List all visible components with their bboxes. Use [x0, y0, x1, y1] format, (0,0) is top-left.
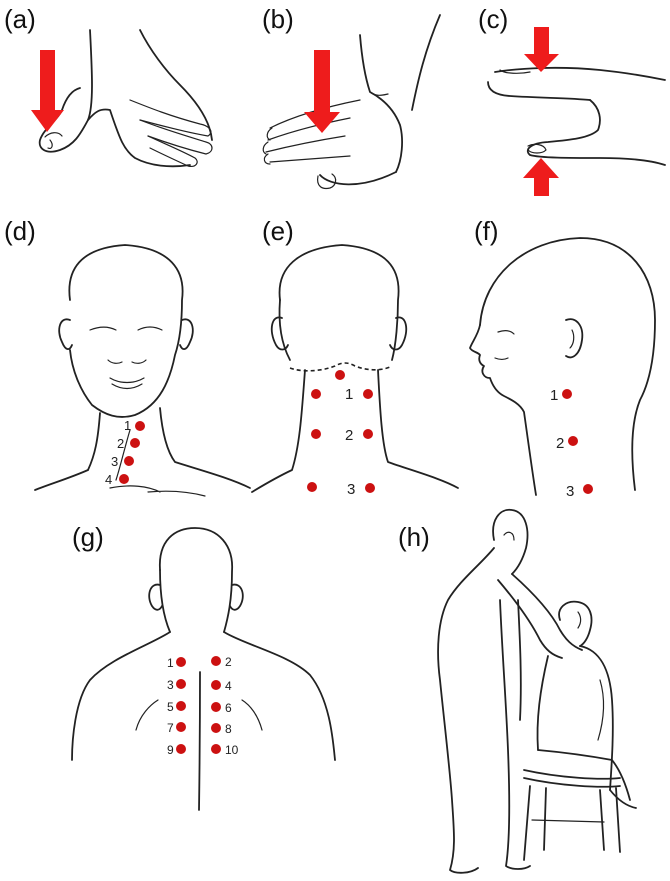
label-g-1: 1	[167, 656, 174, 670]
arrow-c-bottom-head	[523, 158, 559, 178]
label-d-2: 2	[117, 436, 124, 451]
label-g-7: 7	[167, 721, 174, 735]
point-e-1-left	[311, 389, 321, 399]
point-g-7	[176, 722, 186, 732]
label-e-2: 2	[345, 427, 353, 444]
panel-b-hand	[263, 15, 440, 189]
point-d-3	[124, 456, 134, 466]
label-d-4: 4	[105, 472, 112, 487]
arrow-c-top-shaft	[534, 27, 549, 55]
point-f-1	[562, 389, 572, 399]
arrow-b	[304, 50, 340, 133]
arrow-c-bottom-shaft	[534, 177, 549, 196]
label-f-1: 1	[550, 387, 558, 404]
label-e-3: 3	[347, 481, 355, 498]
arrow-a-shaft	[40, 50, 55, 112]
label-g-10: 10	[225, 743, 239, 757]
panel-e-figure	[252, 245, 458, 492]
point-d-1	[135, 421, 145, 431]
point-e-center	[335, 370, 345, 380]
label-e-1: 1	[345, 386, 353, 403]
label-g-6: 6	[225, 701, 232, 715]
point-f-2	[568, 436, 578, 446]
panel-f-figure	[470, 238, 655, 495]
point-e-3-right	[365, 483, 375, 493]
panel-f-points: 1 2 3	[550, 387, 593, 500]
label-g-9: 9	[167, 743, 174, 757]
label-g-5: 5	[167, 700, 174, 714]
point-d-2	[130, 438, 140, 448]
point-e-1-right	[363, 389, 373, 399]
point-f-3	[583, 484, 593, 494]
point-g-6	[211, 702, 221, 712]
label-f-2: 2	[556, 435, 564, 452]
point-g-3	[176, 679, 186, 689]
label-f-3: 3	[566, 483, 574, 500]
label-d-1: 1	[124, 418, 131, 433]
panel-c-hand	[488, 68, 665, 165]
panel-g-figure	[72, 528, 335, 810]
panel-d-figure	[35, 245, 250, 496]
panel-h-figure	[438, 510, 636, 873]
point-e-2-left	[311, 429, 321, 439]
point-e-2-right	[363, 429, 373, 439]
panel-a-hand	[40, 30, 212, 166]
arrow-c-bottom	[523, 158, 559, 196]
point-g-2	[211, 656, 221, 666]
label-g-8: 8	[225, 722, 232, 736]
arrow-b-head	[304, 112, 340, 133]
point-g-1	[176, 657, 186, 667]
point-g-8	[211, 723, 221, 733]
point-g-5	[176, 701, 186, 711]
point-g-9	[176, 744, 186, 754]
point-g-10	[211, 744, 221, 754]
label-g-2: 2	[225, 655, 232, 669]
arrow-c-top	[524, 27, 559, 72]
label-g-3: 3	[167, 678, 174, 692]
point-e-3-left	[307, 482, 317, 492]
point-d-4	[119, 474, 129, 484]
arrow-b-shaft	[314, 50, 330, 114]
panel-e-points: 1 2 3	[307, 370, 375, 498]
label-d-3: 3	[111, 454, 118, 469]
panel-d-points: 1 2 3 4	[105, 418, 145, 487]
arrow-a	[31, 50, 64, 132]
point-g-4	[211, 680, 221, 690]
arrow-a-head	[31, 110, 64, 132]
panel-g-points: 1 2 3 4 5 6 7 8 9 10	[167, 655, 239, 757]
label-g-4: 4	[225, 679, 232, 693]
